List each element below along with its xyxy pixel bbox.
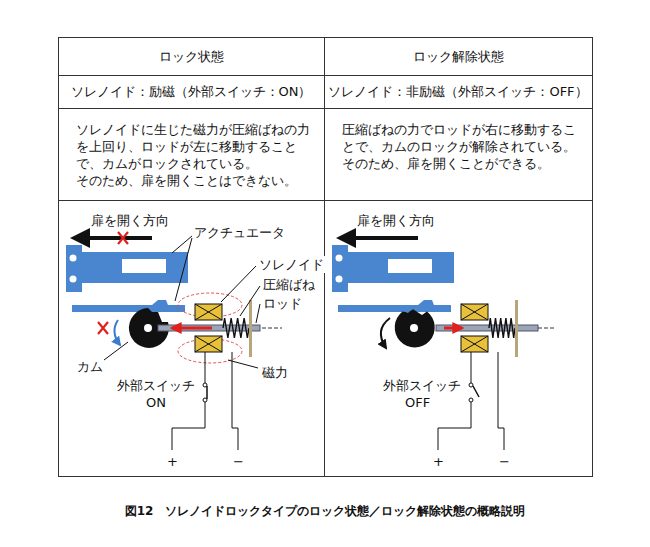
description: 圧縮ばねの力でロッドが右に移動することで、カムのロックが解除されている。 <box>342 121 580 155</box>
switch-state: ON <box>145 394 167 411</box>
part-name: アクチュエータ <box>193 224 286 241</box>
part-name: 磁力 <box>261 364 289 381</box>
state-cell: ソレノイド：非励磁（外部スイッチ：OFF） <box>328 83 587 100</box>
switch-label: 外部スイッチ <box>116 377 196 394</box>
header-cell: ロック解除状態 <box>413 48 504 65</box>
state-cell: ソレノイド：励磁（外部スイッチ：ON） <box>71 83 312 100</box>
description: そのため、扉を開くことはできない。 <box>76 172 314 189</box>
terminal-sign: + <box>433 453 444 470</box>
part-name: ロッド <box>262 295 303 312</box>
switch-label: 外部スイッチ <box>382 377 462 394</box>
terminal-sign: + <box>167 453 178 470</box>
part-name: 圧縮ばね <box>262 276 316 293</box>
description: そのため、扉を開くことができる。 <box>342 155 580 172</box>
locked-illustration <box>66 232 282 450</box>
direction-label: 扉を開く方向 <box>356 212 436 229</box>
table-grid <box>59 38 593 477</box>
terminal-sign: − <box>233 453 244 470</box>
part-name: ソレノイド <box>258 256 325 273</box>
direction-label: 扉を開く方向 <box>90 212 170 229</box>
unlocked-illustration <box>332 238 556 450</box>
part-name: カム <box>76 358 104 375</box>
description: ソレノイドに生じた磁力が圧縮ばねの力を上回り、ロッドが左に移動することで、カムが… <box>76 121 314 172</box>
terminal-sign: − <box>499 453 510 470</box>
switch-state: OFF <box>404 394 431 411</box>
figure-caption: 図12 ソレノイドロックタイプのロック状態／ロック解除状態の概略説明 <box>125 503 526 520</box>
header-cell: ロック状態 <box>159 48 224 65</box>
